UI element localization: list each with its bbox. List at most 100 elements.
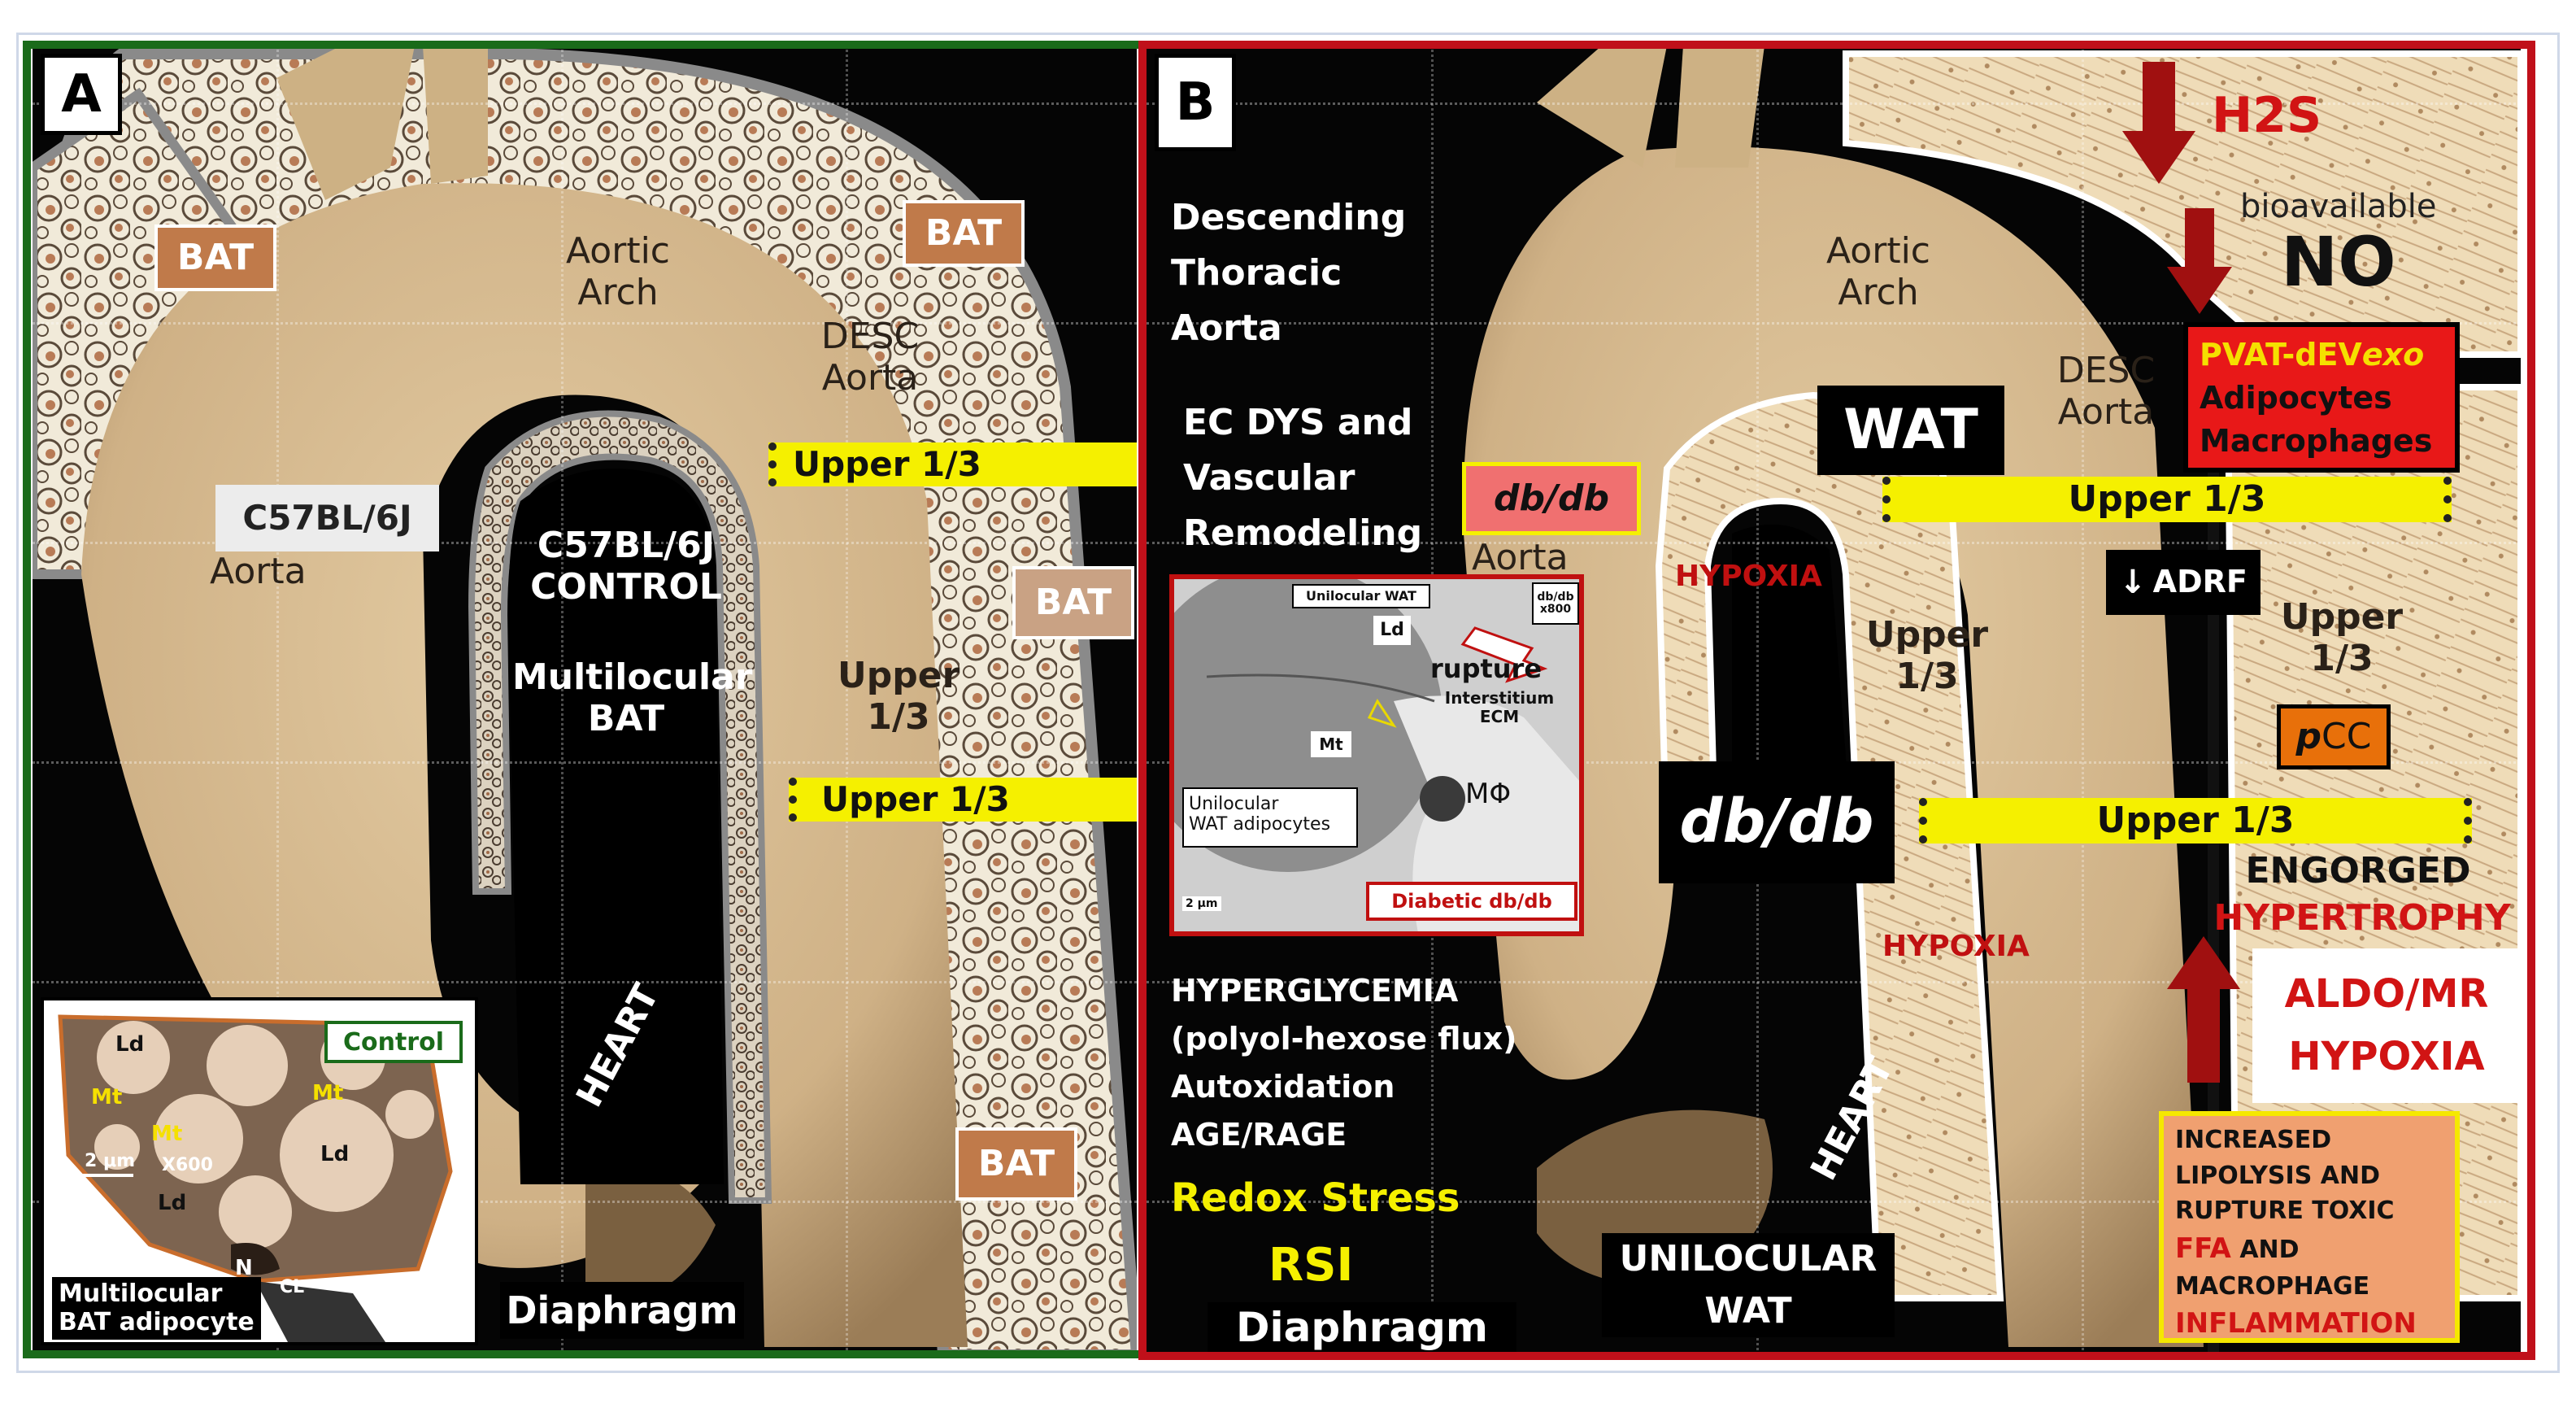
panel-b-letter: B bbox=[1155, 54, 1236, 151]
multilocular-bat-label: Multilocular BAT bbox=[512, 656, 753, 739]
desc-thoracic-line-1: Descending bbox=[1171, 197, 1407, 238]
inset-caption-line-1: Multilocular bbox=[59, 1279, 223, 1308]
bat-label-1: BAT bbox=[154, 224, 276, 291]
pvat-line-3: Macrophages bbox=[2200, 423, 2433, 460]
pvat-line-2: Adipocytes bbox=[2200, 380, 2392, 416]
desc-b-line-2: Aorta bbox=[2057, 390, 2155, 433]
pvat-line-1: PVAT-dEVexo bbox=[2200, 333, 2443, 377]
micro-ecm-line: ECM bbox=[1479, 707, 1520, 726]
micro-interstitium-line: Interstitium bbox=[1444, 688, 1555, 708]
adrf-down-arrow-icon: ↓ bbox=[2119, 564, 2147, 601]
diaphragm-label-b: Diaphragm bbox=[1208, 1302, 1516, 1355]
redox-stress-label: Redox Stress bbox=[1171, 1175, 1460, 1221]
upper-right-line-1: Upper bbox=[2280, 596, 2404, 638]
inset-micrograph-a: Control Ld Ld Ld Mt Mt Mt 2 μm X600 N CL… bbox=[41, 997, 478, 1345]
diaphragm-label-a: Diaphragm bbox=[500, 1282, 744, 1339]
inset-control-tag: Control bbox=[324, 1021, 463, 1063]
hypertrophy-label: HYPERTROPHY bbox=[2213, 897, 2511, 939]
h2s-label: H2S bbox=[2212, 87, 2322, 144]
aldo-mr-text: ALDO/MR bbox=[2284, 971, 2489, 1018]
aldo-arrow-icon bbox=[2167, 936, 2240, 1083]
upper-left-line-2: 1/3 bbox=[1895, 655, 1959, 697]
strain-box-a: C57BL/6J bbox=[215, 485, 439, 551]
ec-dys-line-2: Vascular bbox=[1183, 457, 1355, 499]
inset-cl: CL bbox=[280, 1277, 305, 1297]
micro-diabetic-tag: Diabetic db/db bbox=[1366, 882, 1577, 921]
pcc-p: p bbox=[2295, 715, 2322, 757]
desc-thoracic-line-3: Aorta bbox=[1171, 307, 1282, 350]
desc-aorta-label-a: DESC Aorta bbox=[797, 316, 943, 399]
engorged-label: ENGORGED bbox=[2245, 850, 2471, 891]
bat-label-2: BAT bbox=[903, 200, 1025, 267]
upper-left-line-1: Upper bbox=[1865, 614, 1989, 656]
panel-b: B Descending Thoracic Aorta EC DYS and V… bbox=[1147, 46, 2521, 1355]
ec-dys-line-3: Remodeling bbox=[1183, 512, 1423, 555]
aorta-label-b: Aorta bbox=[1472, 537, 1569, 578]
micro-rupture: rupture bbox=[1430, 653, 1543, 684]
upper-third-right-b: Upper 1/3 bbox=[2277, 596, 2407, 679]
upper-third-top-a: Upper 1/3 bbox=[768, 442, 1137, 486]
dbdb-big-label: db/db bbox=[1659, 761, 1895, 883]
micro-ld: Ld bbox=[1373, 616, 1411, 645]
upper-third-mid-a: Upper 1/3 bbox=[838, 655, 959, 738]
micro-unilocular-caption: Unilocular WAT adipocytes bbox=[1182, 787, 1358, 848]
age-rage-line: AGE/RAGE bbox=[1171, 1116, 1347, 1153]
panel-a: A BAT BAT BAT BAT Aortic Arch DESC Aorta… bbox=[33, 46, 1137, 1355]
aldo-box: ALDO/MR HYPOXIA bbox=[2252, 948, 2521, 1103]
pvat-line-1b: exo bbox=[2361, 337, 2425, 373]
ffa-text: FFA bbox=[2175, 1231, 2231, 1265]
no-label: NO bbox=[2281, 222, 2396, 302]
ffa-and-text: AND bbox=[2230, 1235, 2300, 1264]
dbdb-box: db/db bbox=[1462, 462, 1641, 535]
ec-dys-line-1: EC DYS and bbox=[1183, 402, 1413, 443]
desc-b-line-1: DESC bbox=[2056, 350, 2156, 391]
descending-thoracic-label: Descending Thoracic Aorta bbox=[1171, 190, 1406, 357]
inset-ld-3: Ld bbox=[158, 1191, 187, 1215]
upper-right-line-2: 1/3 bbox=[2310, 637, 2374, 679]
adrf-box: ↓ ADRF bbox=[2106, 550, 2261, 615]
desc-line-2: Aorta bbox=[821, 356, 919, 399]
pvat-line-1a: PVAT-dEV bbox=[2200, 337, 2362, 373]
micrograph-b: Unilocular WAT db/db x800 Ld rupture Int… bbox=[1169, 574, 1584, 936]
aortic-arch-label-b: Aortic Arch bbox=[1797, 230, 1960, 313]
control-label: C57BL/6J CONTROL bbox=[520, 525, 732, 608]
bat-label-4: BAT bbox=[955, 1127, 1077, 1201]
autoxidation-line: Autoxidation bbox=[1171, 1068, 1395, 1105]
micro-interstitium: Interstitium ECM bbox=[1442, 689, 1556, 726]
increased-line-1: INCREASED bbox=[2175, 1126, 2332, 1154]
unilocular-wat-line-2: WAT bbox=[1704, 1289, 1792, 1332]
ec-dys-label: EC DYS and Vascular Remodeling bbox=[1183, 395, 1422, 562]
upper-third-bottom-a: Upper 1/3 bbox=[789, 778, 1137, 822]
increased-line-4: FFA AND bbox=[2175, 1229, 2443, 1269]
adrf-text: ADRF bbox=[2152, 564, 2247, 600]
increased-line-2: LIPOLYSIS AND bbox=[2175, 1161, 2380, 1190]
inset-mag: X600 bbox=[162, 1155, 213, 1175]
micro-uni-line-2: WAT adipocytes bbox=[1189, 814, 1331, 835]
control-line-1: C57BL/6J bbox=[537, 525, 716, 566]
micro-uni-line-1: Unilocular bbox=[1189, 794, 1279, 814]
hyperglycemia-block: HYPERGLYCEMIA (polyol-hexose flux) Autox… bbox=[1171, 967, 1517, 1159]
hypoxia-label-1: HYPOXIA bbox=[1675, 560, 1822, 593]
inset-mt-3: Mt bbox=[312, 1081, 344, 1105]
control-line-2: CONTROL bbox=[530, 565, 722, 608]
inset-mt-1: Mt bbox=[91, 1085, 123, 1109]
no-arrow-icon bbox=[2167, 208, 2232, 314]
desc-thoracic-line-2: Thoracic bbox=[1171, 252, 1342, 294]
aortic-arch-label-a: Aortic Arch bbox=[537, 230, 699, 313]
upper-third-top-a-text: Upper 1/3 bbox=[793, 443, 981, 484]
bioavailable-label: bioavailable bbox=[2240, 188, 2437, 225]
micro-mt: Mt bbox=[1311, 731, 1351, 757]
unilocular-wat-line-1: UNILOCULAR bbox=[1619, 1238, 1878, 1279]
inset-ld-1: Ld bbox=[115, 1032, 145, 1057]
panel-a-letter: A bbox=[41, 54, 122, 135]
hypoxia-3-text: HYPOXIA bbox=[2288, 1034, 2485, 1079]
unilocular-wat-label: UNILOCULAR WAT bbox=[1602, 1233, 1895, 1337]
inflammation-line: INFLAMMATION bbox=[2175, 1307, 2417, 1340]
micro-mphi: MΦ bbox=[1465, 778, 1512, 810]
desc-line-1: DESC bbox=[820, 316, 920, 357]
multilocular-line-1: Multilocular bbox=[512, 656, 753, 698]
aortic-arch-line-2: Arch bbox=[577, 271, 659, 313]
micro-dbdb-text: db/db bbox=[1537, 590, 1574, 604]
